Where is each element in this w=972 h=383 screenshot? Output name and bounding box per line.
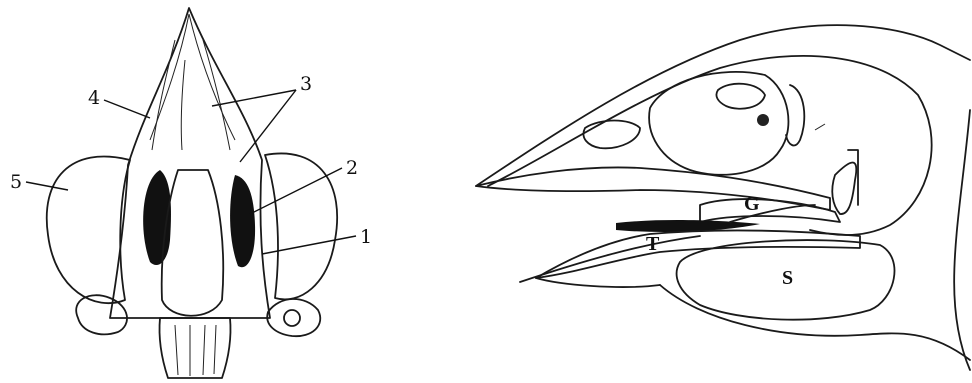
left-orbital-lobe [47, 157, 130, 304]
right-dark-opening [230, 175, 255, 267]
label-2: 2 [346, 157, 358, 179]
head-outline [476, 25, 970, 186]
label-t: T [646, 233, 660, 255]
brain-hatched-spot [716, 84, 765, 109]
upper-beak-section [476, 167, 830, 210]
nasal-cavity [583, 121, 640, 149]
label-4: 4 [88, 87, 100, 109]
left-leader-lines [26, 90, 356, 254]
central-palate [162, 170, 224, 316]
braincase-outline [488, 56, 932, 235]
right-condyle [267, 299, 320, 336]
label-3: 3 [300, 73, 312, 95]
head-sagittal-drawing [476, 25, 970, 370]
label-5: 5 [10, 171, 22, 193]
label-g: G [744, 193, 760, 215]
label-s: S [782, 267, 793, 289]
label-1: 1 [360, 226, 372, 248]
lower-beak-section [536, 230, 860, 278]
posterior-stipple [832, 163, 856, 215]
beak-upper-mandible [110, 8, 270, 318]
neck-outline [660, 285, 970, 360]
skull-ventral-drawing [47, 8, 337, 378]
skull-base-stem [159, 318, 230, 378]
